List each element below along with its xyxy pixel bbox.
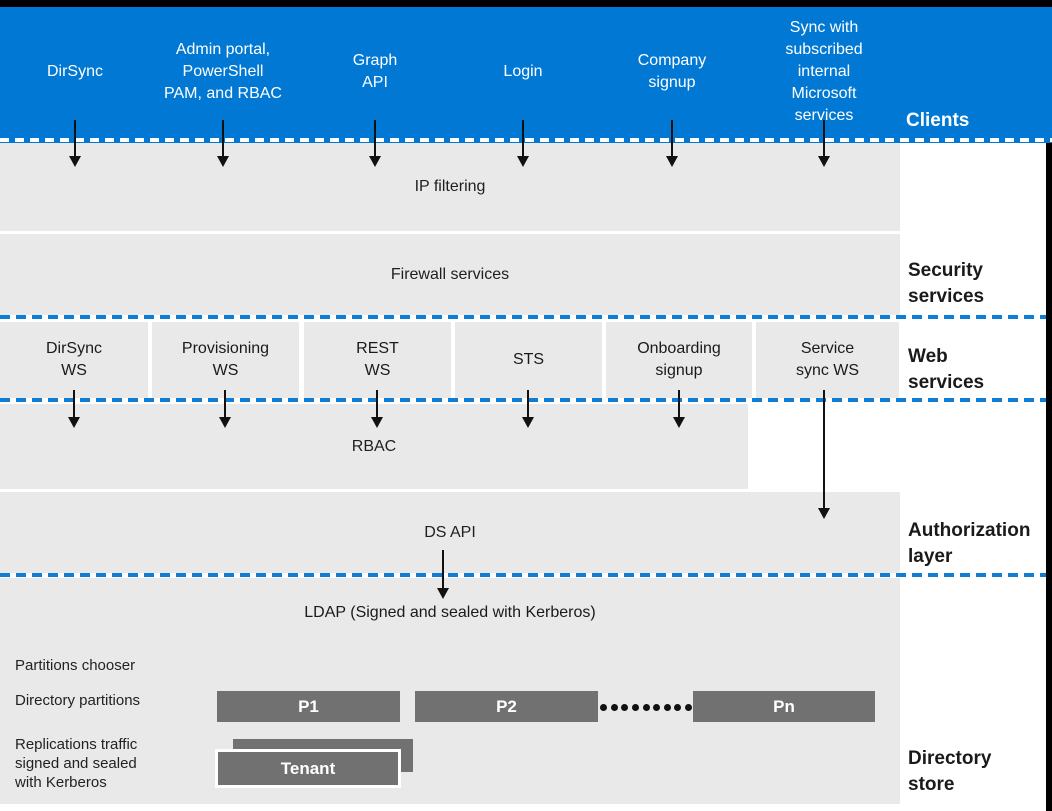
partition-p2: P2 (415, 691, 598, 722)
ws-box-onboarding: Onboarding signup (606, 322, 752, 398)
ws-box-service-sync: Service sync WS (756, 322, 899, 398)
directory-store-caption: Directory store (908, 748, 992, 795)
service-sync-arrowhead (818, 508, 830, 519)
client-login: Login (503, 63, 543, 80)
ws-arrow (224, 390, 226, 417)
client-arrow (522, 120, 524, 156)
ws-arrowhead (219, 417, 231, 428)
client-arrow (671, 120, 673, 156)
ws-arrow (376, 390, 378, 417)
client-arrowhead (666, 156, 678, 167)
web-services-caption: Web services (908, 346, 985, 393)
ws-arrow (527, 390, 529, 417)
ds-api-label: DS API (424, 523, 476, 541)
frame-border-right (1046, 143, 1052, 811)
separator-authorization-store (0, 573, 1046, 577)
clients-band: DirSync Admin portal, PowerShell PAM, an… (0, 0, 1052, 143)
firewall-band: Firewall services (0, 234, 900, 315)
client-service-sync: Sync with subscribed internal Microsoft … (785, 19, 863, 124)
client-dirsync: DirSync (46, 63, 103, 80)
ds-api-arrowhead (437, 588, 449, 599)
service-sync-arrow (823, 390, 825, 508)
client-arrow (222, 120, 224, 156)
ip-filtering-label: IP filtering (414, 178, 486, 195)
frame-border-bottom (0, 0, 1052, 7)
directory-store-band: LDAP (Signed and sealed with Kerberos) P… (0, 578, 900, 804)
client-arrowhead (517, 156, 529, 167)
separator-clients-web (0, 315, 1046, 319)
partitions-chooser-label: Partitions chooser (15, 657, 136, 674)
tenant-box: Tenant (215, 749, 401, 788)
client-arrowhead (69, 156, 81, 167)
directory-partitions-label: Directory partitions (15, 692, 141, 709)
ws-arrow (678, 390, 680, 417)
ws-arrowhead (522, 417, 534, 428)
security-services-caption: Security services (908, 260, 985, 307)
partition-p1: P1 (217, 691, 400, 722)
client-arrowhead (818, 156, 830, 167)
ip-filtering-band: IP filtering (0, 143, 900, 231)
partition-pn: Pn (693, 691, 875, 722)
ws-arrow (73, 390, 75, 417)
ds-api-band: DS API (0, 492, 900, 573)
client-arrow (823, 120, 825, 156)
client-graph-api: Graph API (352, 52, 398, 91)
client-arrow (374, 120, 376, 156)
ws-box-rest: REST WS (304, 322, 451, 398)
ws-box-dirsync: DirSync WS (0, 322, 148, 398)
authorization-layer-caption: Authorization layer (908, 520, 1031, 567)
partition-ellipsis-dots (600, 703, 692, 711)
clients-caption: Clients (906, 110, 970, 131)
clients-band-dashed-edge (0, 138, 1052, 142)
client-admin-portal: Admin portal, PowerShell PAM, and RBAC (164, 41, 282, 102)
ws-arrowhead (371, 417, 383, 428)
client-company-signup: Company signup (637, 52, 707, 91)
ws-box-sts: STS (455, 322, 602, 398)
ldap-label: LDAP (Signed and sealed with Kerberos) (304, 604, 596, 621)
ws-box-provisioning: Provisioning WS (152, 322, 299, 398)
ds-api-arrow (442, 550, 444, 588)
replications-label: Replications traffic signed and sealed w… (15, 736, 138, 791)
ws-arrowhead (673, 417, 685, 428)
firewall-label: Firewall services (390, 265, 510, 283)
rbac-label: RBAC (351, 437, 397, 455)
separator-web-authorization (0, 398, 1046, 402)
client-arrowhead (217, 156, 229, 167)
client-arrowhead (369, 156, 381, 167)
ws-arrowhead (68, 417, 80, 428)
client-arrow (74, 120, 76, 156)
